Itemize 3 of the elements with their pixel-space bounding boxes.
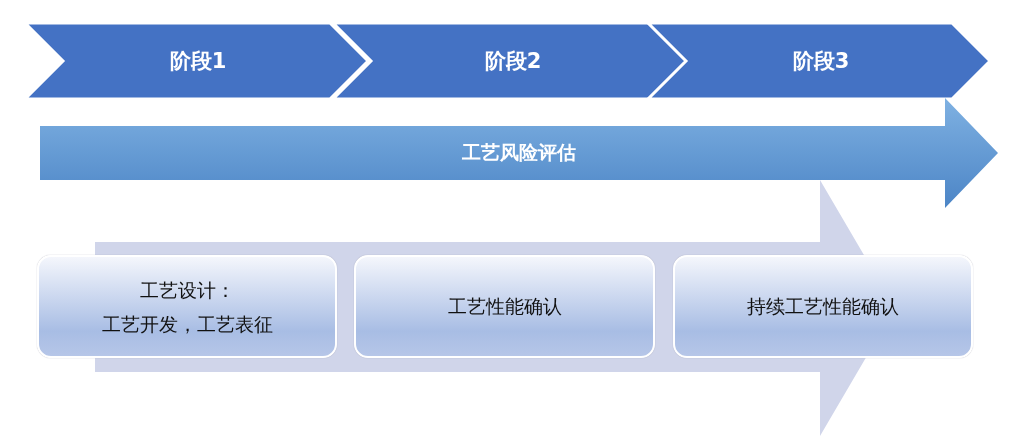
- process-box: 持续工艺性能确认: [673, 255, 973, 358]
- process-box: 工艺设计： 工艺开发，工艺表征: [37, 255, 337, 358]
- process-box: 工艺性能确认: [354, 255, 655, 358]
